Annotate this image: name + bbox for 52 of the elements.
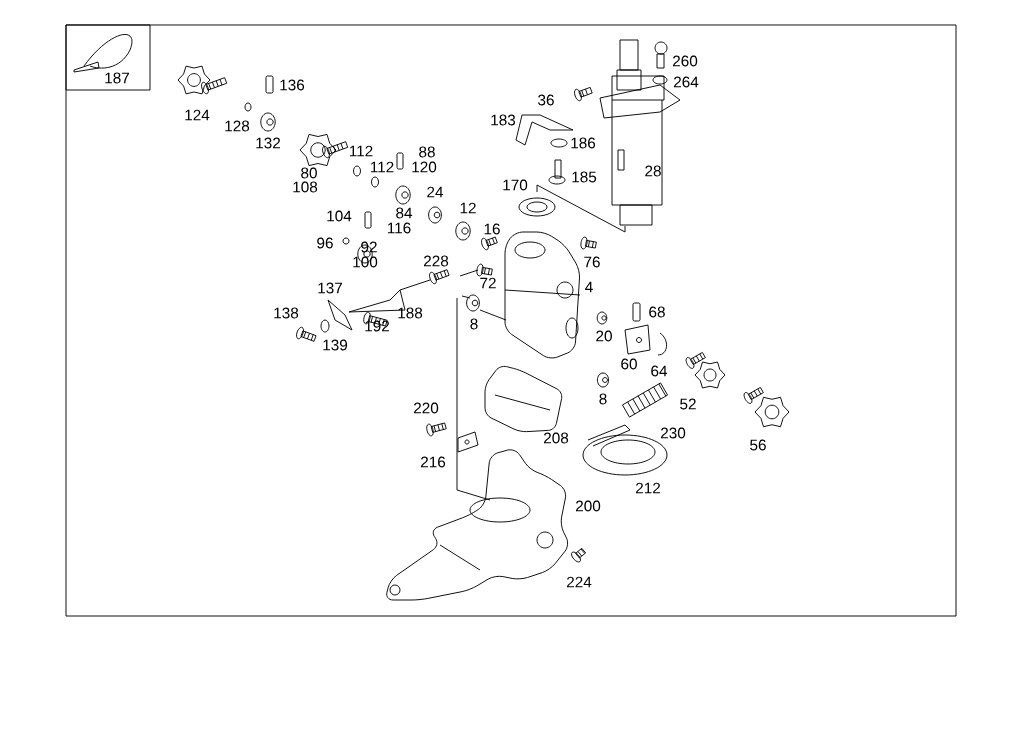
callout-number: 136 bbox=[280, 79, 305, 91]
callout-number: 96 bbox=[317, 237, 333, 249]
callout-number: 104 bbox=[327, 210, 352, 222]
callout-number: 124 bbox=[185, 109, 210, 121]
callout-number: 76 bbox=[584, 256, 600, 268]
callout-number: 208 bbox=[544, 432, 569, 444]
callout-number: 128 bbox=[225, 120, 250, 132]
callout-number: 228 bbox=[424, 255, 449, 267]
callout-number: 100 bbox=[353, 256, 378, 268]
callout-number: 116 bbox=[387, 222, 411, 234]
callout-number: 88 bbox=[419, 146, 435, 158]
callout-number: 260 bbox=[673, 55, 698, 67]
callout-number: 28 bbox=[645, 165, 661, 177]
callout-number: 138 bbox=[274, 307, 299, 319]
callout-number: 56 bbox=[750, 439, 766, 451]
callout-number: 36 bbox=[538, 94, 554, 106]
callout-number: 139 bbox=[323, 339, 348, 351]
callout-number: 183 bbox=[491, 114, 516, 126]
callout-number: 132 bbox=[256, 137, 280, 149]
callout-number: 120 bbox=[412, 161, 437, 173]
callout-number: 220 bbox=[414, 402, 439, 414]
callout-number: 112 bbox=[370, 161, 394, 173]
callout-number: 212 bbox=[636, 482, 661, 494]
callout-number: 188 bbox=[398, 307, 423, 319]
callout-number: 12 bbox=[460, 202, 476, 214]
callout-number: 187 bbox=[105, 72, 129, 84]
callout-number: 24 bbox=[427, 186, 444, 198]
callout-number: 137 bbox=[318, 282, 342, 294]
callout-number: 192 bbox=[365, 320, 389, 332]
callout-number: 64 bbox=[651, 365, 668, 377]
callout-number: 68 bbox=[649, 306, 665, 318]
callout-number: 80 bbox=[301, 167, 317, 179]
callout-number: 224 bbox=[567, 576, 592, 588]
callout-number: 8 bbox=[599, 393, 607, 405]
callout-number: 8 bbox=[470, 318, 478, 330]
callout-number: 200 bbox=[576, 500, 601, 512]
callout-number: 264 bbox=[674, 76, 699, 88]
callout-number: 60 bbox=[621, 358, 637, 370]
callout-number: 170 bbox=[503, 179, 528, 191]
callout-number: 186 bbox=[571, 137, 596, 149]
callout-number: 108 bbox=[293, 181, 318, 193]
callout-number: 20 bbox=[596, 330, 612, 342]
callout-number: 16 bbox=[484, 223, 500, 235]
callout-number: 92 bbox=[361, 241, 377, 253]
callout-number: 112 bbox=[349, 145, 373, 157]
callout-number: 4 bbox=[585, 281, 593, 293]
callout-number: 216 bbox=[421, 456, 446, 468]
callout-number: 185 bbox=[572, 171, 597, 183]
callout-number: 52 bbox=[680, 398, 696, 410]
callout-number: 230 bbox=[661, 427, 686, 439]
callout-number: 72 bbox=[480, 277, 496, 289]
callout-number: 84 bbox=[396, 207, 413, 219]
